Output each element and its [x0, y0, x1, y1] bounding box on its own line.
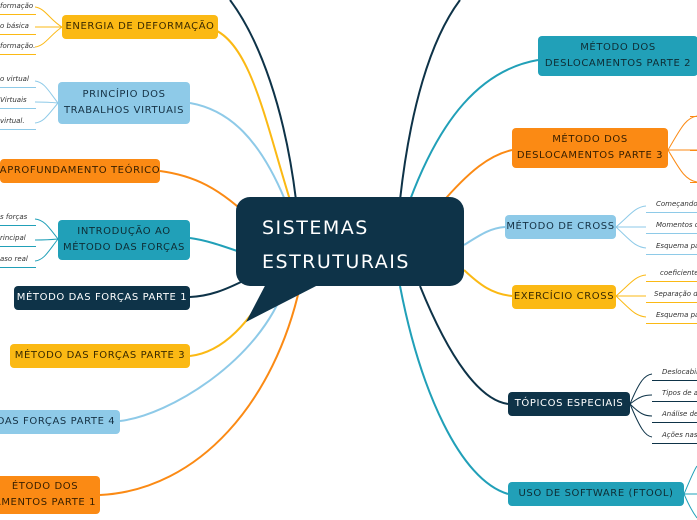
central-bubble-tail	[246, 280, 320, 322]
topic-label: MÉTODO DOS DESLOCAMENTOS PARTE 2	[544, 42, 692, 69]
link-cross	[463, 226, 506, 246]
topic-label: DAS FORÇAS PARTE 4	[0, 416, 116, 427]
link-software	[399, 285, 509, 495]
leaf-topicos-3[interactable]: Análise de	[662, 410, 697, 418]
leaf-exercicio-1[interactable]: coeficiente	[660, 269, 697, 277]
topic-label: MÉTODO DOS DESLOCAMENTOS PARTE 3	[516, 134, 664, 161]
leaf-stub	[690, 182, 697, 183]
link-deslocamentos1	[99, 285, 301, 496]
topic-metodo-forcas-parte-3[interactable]: MÉTODO DAS FORÇAS PARTE 3	[10, 344, 190, 368]
link-forcas1	[189, 279, 246, 298]
link-energia	[209, 27, 291, 201]
leaf-stub	[690, 150, 697, 151]
central-topic-title: SISTEMAS ESTRUTURAIS	[262, 217, 410, 273]
link-introducao	[189, 237, 241, 253]
link-top-left	[229, 0, 297, 201]
topic-label: EXERCÍCIO CROSS	[513, 291, 615, 302]
topic-metodo-deslocamentos-parte-2[interactable]: MÉTODO DOS DESLOCAMENTOS PARTE 2	[538, 36, 697, 76]
link-forcas4	[119, 285, 286, 422]
topic-label: PRINCÍPIO DOS TRABALHOS VIRTUAIS	[63, 89, 185, 116]
leaf-introducao-1[interactable]: s forças	[0, 213, 28, 221]
central-topic[interactable]: SISTEMAS ESTRUTURAIS	[236, 197, 464, 286]
topic-aprofundamento-teorico[interactable]: APROFUNDAMENTO TEÓRICO	[0, 159, 160, 183]
leaf-cross-2[interactable]: Momentos d	[656, 221, 697, 229]
leaf-exercicio-3[interactable]: Esquema pa	[656, 311, 697, 319]
topic-energia-deformacao[interactable]: ENERGIA DE DEFORMAÇÃO	[62, 15, 218, 39]
topic-introducao-metodo-forcas[interactable]: INTRODUÇÃO AO MÉTODO DAS FORÇAS	[58, 220, 190, 260]
leaf-introducao-3[interactable]: aso real	[0, 255, 28, 263]
topic-label: ÉTODO DOS AMENTOS PARTE 1	[0, 481, 97, 508]
topic-metodo-de-cross[interactable]: MÉTODO DE CROSS	[505, 215, 616, 239]
topic-topicos-especiais[interactable]: TÓPICOS ESPECIAIS	[508, 392, 630, 416]
topic-label: APROFUNDAMENTO TEÓRICO	[0, 165, 161, 176]
leaf-energia-3[interactable]: formação.	[0, 42, 36, 50]
link-principio	[189, 102, 286, 201]
topic-label: USO DE SOFTWARE (FTOOL)	[518, 488, 674, 499]
leaf-energia-2[interactable]: o básica	[0, 22, 29, 30]
link-top-right	[399, 0, 461, 201]
topic-label: INTRODUÇÃO AO MÉTODO DAS FORÇAS	[62, 226, 185, 253]
topic-label: MÉTODO DAS FORÇAS PARTE 1	[16, 292, 188, 303]
leaf-principio-1[interactable]: o virtual	[0, 75, 29, 83]
leaf-energia-1[interactable]: formação	[0, 2, 34, 10]
topic-metodo-deslocamentos-parte-3[interactable]: MÉTODO DOS DESLOCAMENTOS PARTE 3	[512, 128, 668, 168]
leaf-cross-1[interactable]: Começando	[656, 200, 697, 208]
leaf-stub	[690, 116, 697, 117]
leaf-exercicio-2[interactable]: Separação d	[654, 290, 697, 298]
leaf-principio-2[interactable]: Virtuais	[0, 96, 27, 104]
topic-metodo-deslocamentos-parte-1[interactable]: ÉTODO DOS AMENTOS PARTE 1	[0, 476, 100, 514]
link-desl2	[409, 59, 539, 201]
topic-label: TÓPICOS ESPECIAIS	[514, 398, 624, 409]
leaf-cross-3[interactable]: Esquema pa	[656, 242, 697, 250]
link-desl3	[439, 149, 513, 206]
topic-label: MÉTODO DAS FORÇAS PARTE 3	[14, 350, 186, 361]
topic-exercicio-cross[interactable]: EXERCÍCIO CROSS	[512, 285, 616, 309]
leaf-introducao-2[interactable]: rincipal	[0, 234, 26, 242]
topic-uso-software-ftool[interactable]: USO DE SOFTWARE (FTOOL)	[508, 482, 684, 506]
link-exercicio	[463, 269, 513, 297]
topic-principio-trabalhos-virtuais[interactable]: PRINCÍPIO DOS TRABALHOS VIRTUAIS	[58, 82, 190, 124]
topic-metodo-forcas-parte-1[interactable]: MÉTODO DAS FORÇAS PARTE 1	[14, 286, 190, 310]
topic-label: ENERGIA DE DEFORMAÇÃO	[65, 21, 215, 32]
link-topicos	[419, 285, 509, 405]
leaf-topicos-1[interactable]: Deslocabili	[662, 368, 697, 376]
leaf-principio-3[interactable]: virtual.	[0, 117, 25, 125]
leaf-topicos-2[interactable]: Tipos de a	[662, 389, 697, 397]
topic-metodo-forcas-parte-4[interactable]: DAS FORÇAS PARTE 4	[0, 410, 120, 434]
leaf-topicos-4[interactable]: Ações nas	[662, 431, 697, 439]
topic-label: MÉTODO DE CROSS	[506, 221, 615, 232]
